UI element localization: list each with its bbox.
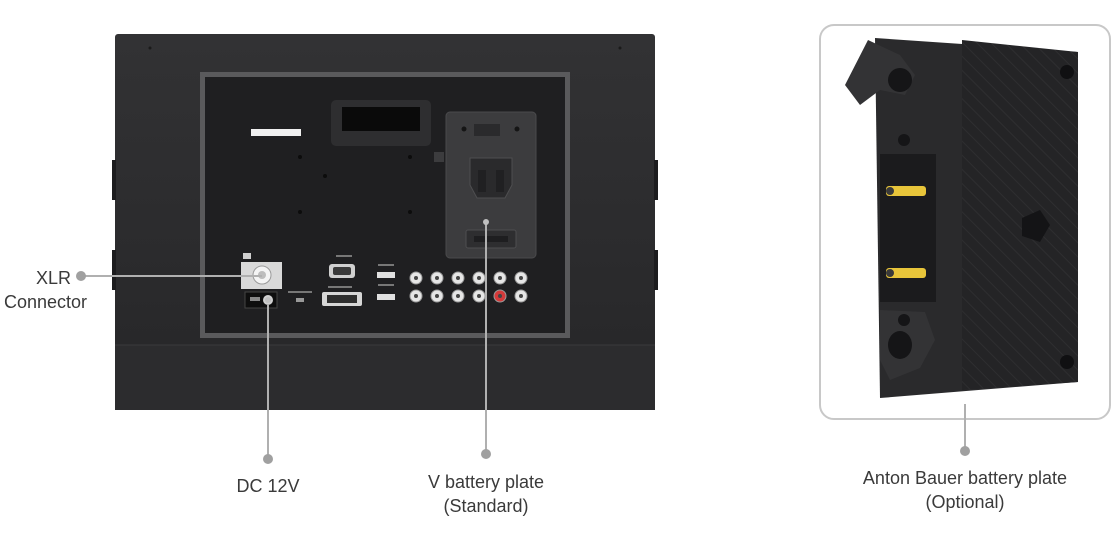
ab-terminal-lower <box>886 268 926 278</box>
callout-dot-xlr <box>76 271 86 281</box>
bnc-ports <box>409 271 528 303</box>
v-battery-plate <box>434 111 537 259</box>
callout-vplate: V battery plate (Standard) <box>396 470 576 518</box>
vplate-label-line1: V battery plate <box>427 472 545 492</box>
callout-lines <box>81 222 966 456</box>
usb-port <box>296 298 304 302</box>
callout-dc: DC 12V <box>218 474 318 498</box>
callout-dot-anton <box>960 446 970 456</box>
monitor-rear <box>112 34 658 410</box>
hdmi-ports <box>377 264 395 300</box>
callout-dot-vplate <box>481 449 491 459</box>
anton-bauer-plate-illustration <box>819 24 1111 420</box>
vplate-label-line2: (Standard) <box>443 496 529 516</box>
xlr-label-line1: XLR <box>36 268 72 288</box>
xlr-label-line2: Connector <box>4 292 88 312</box>
anton-label-line2: (Optional) <box>925 492 1005 512</box>
callout-xlr: XLR Connector <box>0 266 104 314</box>
dc-label-line1: DC 12V <box>236 476 300 496</box>
label-strip <box>251 129 301 136</box>
callout-dot-dc <box>263 454 273 464</box>
vga-port <box>329 255 355 278</box>
callout-anton: Anton Bauer battery plate (Optional) <box>835 466 1095 514</box>
ab-terminal-upper <box>886 186 926 196</box>
dvi-port <box>322 286 362 306</box>
dc-connector <box>244 291 278 309</box>
anton-label-line1: Anton Bauer battery plate <box>862 468 1068 488</box>
